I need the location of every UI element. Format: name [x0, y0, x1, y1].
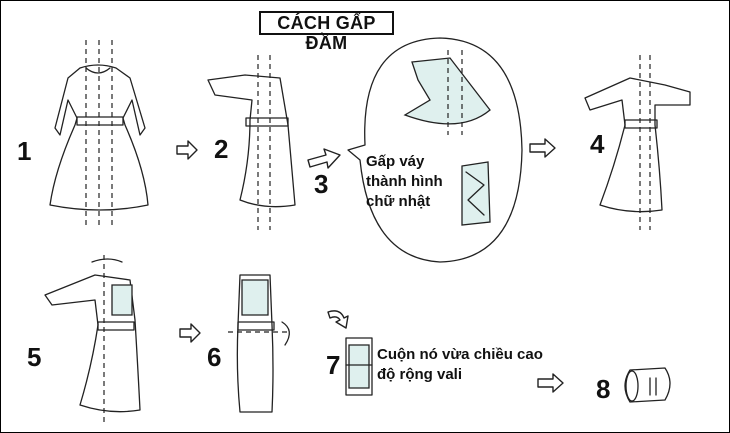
arrow-6-7: [327, 310, 349, 329]
step-number-7: 7: [326, 350, 341, 380]
arrow-2-3: [307, 148, 341, 169]
bubble-line-3: chữ nhật: [366, 193, 431, 210]
step-number-1: 1: [17, 136, 32, 166]
dress-step-4: [584, 55, 691, 230]
dress-step-2: [207, 55, 296, 230]
dress-step-6: [228, 274, 290, 413]
bubble-line-1: Gấp váy: [366, 153, 425, 170]
speech-bubble-step-3: [347, 37, 523, 263]
dress-step-5: [44, 255, 141, 425]
dress-step-1: [49, 40, 149, 225]
step-number-5: 5: [27, 342, 42, 372]
arrow-1-2: [176, 140, 198, 160]
rolled-step-8: [624, 367, 671, 403]
bubble-line-2: thành hình: [366, 173, 443, 190]
arrow-5-6: [179, 323, 201, 343]
folded-step-7: [345, 337, 373, 396]
step7-line-1: Cuộn nó vừa chiều cao: [377, 346, 543, 363]
step7-caption: Cuộn nó vừa chiều cao độ rộng vali: [377, 345, 543, 385]
page-title: CÁCH GẤP ĐẦM: [259, 11, 394, 53]
step-number-6: 6: [207, 342, 222, 372]
step-number-4: 4: [590, 129, 605, 159]
step-number-2: 2: [214, 134, 229, 164]
bubble-caption: Gấp váy thành hình chữ nhật: [366, 152, 443, 212]
step-number-3: 3: [314, 169, 329, 199]
step-number-8: 8: [596, 374, 611, 404]
step7-line-2: độ rộng vali: [377, 366, 463, 383]
arrow-3-4: [529, 138, 556, 158]
arrow-7-8: [537, 373, 564, 393]
